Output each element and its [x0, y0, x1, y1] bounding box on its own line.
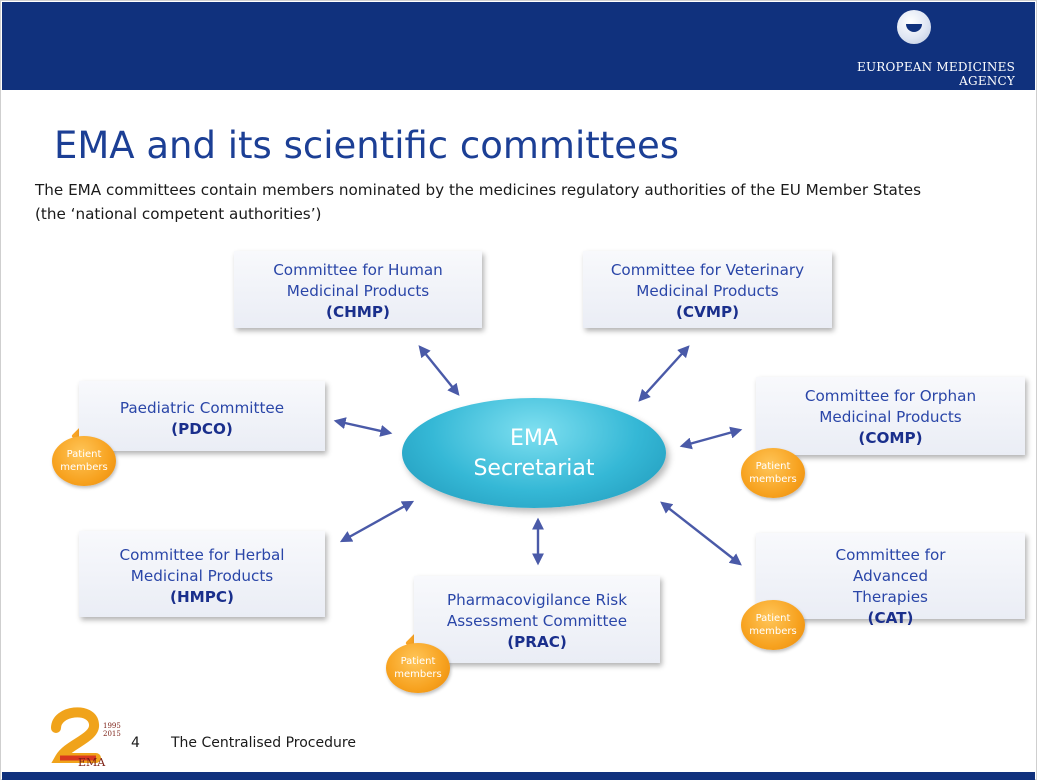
- slide-subtitle: The EMA committees contain members nomin…: [35, 181, 922, 223]
- badge-line1: Patient: [66, 449, 102, 460]
- arrow-hmpc: [339, 500, 415, 543]
- slide-title: EMA and its scientific committees: [54, 124, 680, 167]
- patient-members-badge-comp: Patient members: [741, 448, 805, 498]
- committee-abbr: (HMPC): [170, 588, 234, 606]
- committee-name: Committee for Herbal Medicinal Products: [119, 546, 285, 585]
- logo-year-end: 2015: [103, 730, 121, 738]
- committee-name: Paediatric Committee: [119, 399, 285, 417]
- committee-box-chmp: Committee for Human Medicinal Products (…: [234, 251, 482, 328]
- page-number: 4: [131, 735, 140, 751]
- anniversary-logo-icon: 1995 2015 EMA: [51, 707, 121, 769]
- committee-box-comp: Committee for Orphan Medicinal Products …: [756, 377, 1025, 455]
- secretariat-line2: Secretariat: [473, 456, 595, 481]
- badge-line1: Patient: [400, 656, 436, 667]
- arrow-pdco: [333, 417, 393, 437]
- committee-box-prac: Pharmacovigilance Risk Assessment Commit…: [414, 576, 660, 663]
- patient-members-badge-prac: Patient members: [386, 643, 450, 693]
- badge-line2: members: [749, 626, 797, 637]
- agency-name: EUROPEAN MEDICINES AGENCY: [857, 60, 1015, 88]
- committee-abbr: (COMP): [858, 429, 923, 447]
- committee-abbr: (CHMP): [326, 303, 390, 321]
- header-bar: [2, 2, 1035, 90]
- committee-box-hmpc: Committee for Herbal Medicinal Products …: [79, 531, 325, 617]
- committee-name: Committee for Human Medicinal Products: [273, 261, 443, 300]
- arrow-chmp: [418, 345, 460, 396]
- committee-abbr: (CVMP): [675, 303, 740, 321]
- committee-box-pdco: Paediatric Committee (PDCO): [79, 381, 325, 451]
- badge-line2: members: [394, 669, 442, 680]
- committee-abbr: (PDCO): [171, 420, 233, 438]
- committee-abbr: (PRAC): [507, 633, 567, 651]
- ema-logo-icon: [897, 10, 931, 44]
- footer-bar: [2, 772, 1035, 780]
- ema-secretariat: EMA Secretariat: [402, 398, 666, 508]
- footer-title: The Centralised Procedure: [171, 735, 356, 751]
- committee-name: Committee for Veterinary Medicinal Produ…: [610, 261, 805, 300]
- committee-box-cvmp: Committee for Veterinary Medicinal Produ…: [583, 251, 832, 328]
- arrow-cvmp: [638, 345, 690, 402]
- badge-line2: members: [749, 474, 797, 485]
- committee-abbr: (CAT): [867, 609, 914, 627]
- patient-members-badge-pdco: Patient members: [52, 436, 116, 486]
- badge-line1: Patient: [755, 461, 791, 472]
- badge-line1: Patient: [755, 613, 791, 624]
- committee-name: Committee for Orphan Medicinal Products: [804, 387, 977, 426]
- secretariat-line1: EMA: [510, 426, 558, 451]
- patient-members-badge-cat: Patient members: [741, 600, 805, 650]
- logo-initials: EMA: [78, 756, 106, 769]
- committee-name: Committee for Advanced Therapies: [835, 546, 946, 606]
- arrow-cat: [660, 501, 742, 566]
- arrow-comp: [679, 426, 743, 450]
- logo-year-start: 1995: [103, 722, 121, 730]
- committee-box-cat: Committee for Advanced Therapies (CAT): [756, 533, 1025, 627]
- committee-name: Pharmacovigilance Risk Assessment Commit…: [446, 591, 628, 630]
- badge-line2: members: [60, 462, 108, 473]
